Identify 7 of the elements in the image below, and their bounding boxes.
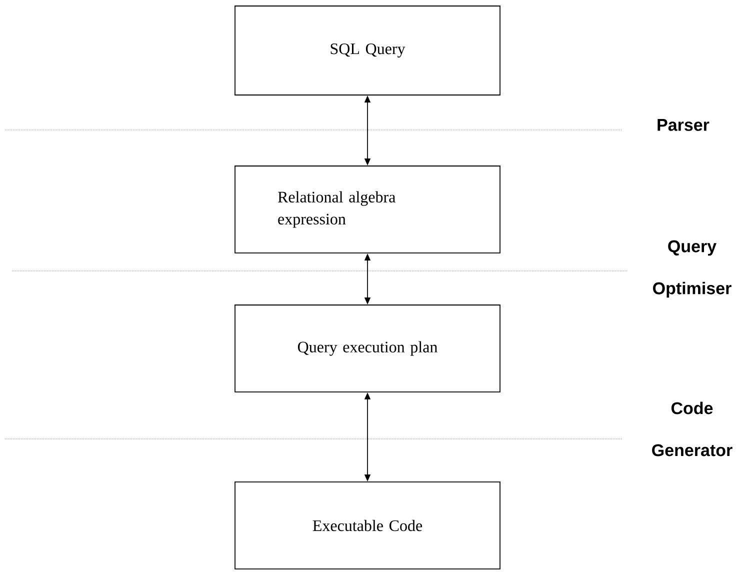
process-box: SQL Query	[234, 6, 500, 96]
process-box: Query execution plan	[234, 304, 500, 392]
process-box: Executable Code	[234, 482, 500, 570]
stage-label: Parser	[658, 119, 710, 131]
process-box: Relational algebra expression	[234, 166, 500, 254]
stage-label: Code Generator	[652, 402, 732, 456]
stage-label: Query Optimiser	[653, 240, 732, 298]
